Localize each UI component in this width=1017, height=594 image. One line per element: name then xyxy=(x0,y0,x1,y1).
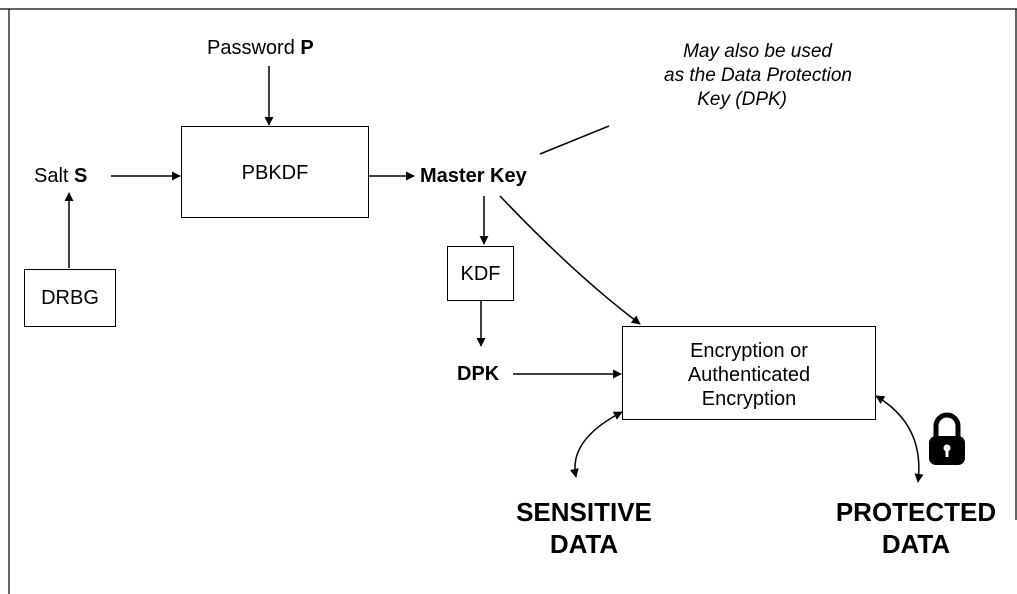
protected-data-label: PROTECTED DATA xyxy=(816,496,1016,560)
sensitive-data-label: SENSITIVE DATA xyxy=(486,496,682,560)
arrow-master-key-to-encryption xyxy=(499,195,641,325)
drbg-label: DRBG xyxy=(41,287,99,309)
password-symbol: P xyxy=(300,37,314,59)
drbg-box: DRBG xyxy=(24,269,116,327)
salt-prefix: Salt xyxy=(34,165,69,187)
padlock-icon xyxy=(929,412,965,465)
encryption-label-line2: Authenticated xyxy=(687,364,811,386)
arrow-sensitive-data-encryption xyxy=(569,411,623,478)
dpk-note: May also be used as the Data Protection … xyxy=(560,40,852,112)
encryption-label-line3: Encryption xyxy=(701,388,797,410)
pbkdf-box: PBKDF xyxy=(181,126,369,218)
password-label: Password P xyxy=(207,38,314,58)
arrow-encryption-protected-data xyxy=(875,395,924,483)
note-connector-line xyxy=(539,125,610,155)
encryption-label: Encryption or Authenticated Encryption xyxy=(623,339,875,411)
salt-symbol: S xyxy=(74,165,88,187)
salt-label: Salt S xyxy=(34,166,87,186)
dpk-label: DPK xyxy=(457,363,500,385)
note-line1: May also be used xyxy=(683,41,832,62)
password-prefix: Password xyxy=(207,37,295,59)
kdf-box: KDF xyxy=(447,246,514,301)
note-line2: as the Data Protection xyxy=(664,65,852,86)
note-line3: Key (DPK) xyxy=(697,89,787,110)
pbkdf-label: PBKDF xyxy=(241,162,309,184)
encryption-label-line1: Encryption or xyxy=(690,340,808,362)
protected-data-line1: PROTECTED xyxy=(835,497,997,527)
kdf-label: KDF xyxy=(460,263,501,285)
master-key-label: Master Key xyxy=(420,165,527,187)
encryption-box: Encryption or Authenticated Encryption xyxy=(622,326,876,420)
protected-data-line2: DATA xyxy=(881,529,951,559)
sensitive-data-line2: DATA xyxy=(549,529,619,559)
sensitive-data-line1: SENSITIVE xyxy=(516,497,652,527)
